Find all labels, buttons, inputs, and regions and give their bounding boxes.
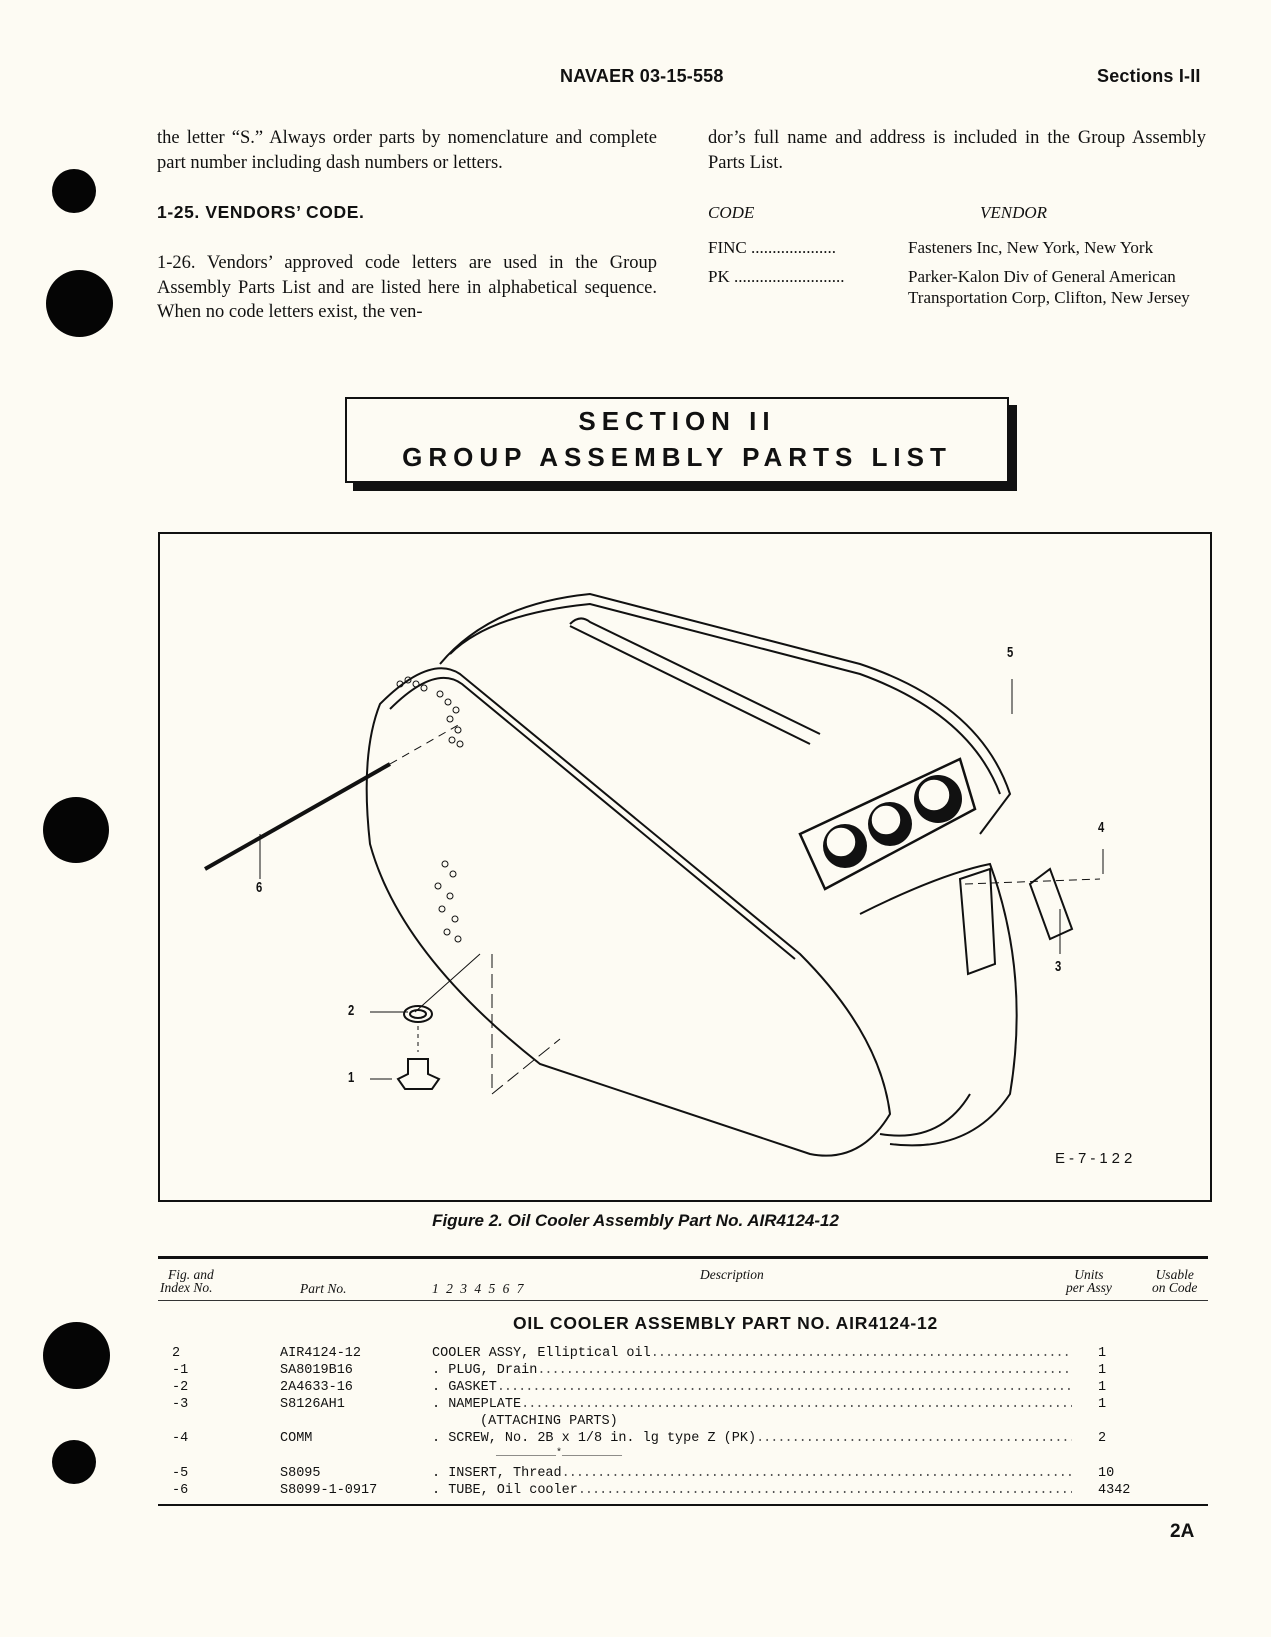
header-indent-levels: 1 2 3 4 5 6 7 (432, 1281, 524, 1296)
vendor-row: FINC .................... Fasteners Inc,… (708, 238, 1154, 257)
callout-5: 5 (1007, 644, 1014, 661)
vendor-row: PK .......................... Parker-Kal… (708, 267, 1190, 307)
sections-label: Sections I-II (1097, 66, 1201, 86)
table-row: 2 AIR4124-12 COOLER ASSY, Elliptical oil… (0, 1346, 1271, 1362)
oil-cooler-drawing (204, 592, 1104, 1157)
page-number: 2A (1170, 1521, 1195, 1542)
vendor-col-vendor: VENDOR (980, 203, 1048, 222)
table-row: -4 COMM . SCREW, No. 2B x 1/8 in. lg typ… (0, 1431, 1271, 1447)
callout-4: 4 (1098, 819, 1105, 836)
figure-caption: Figure 2. Oil Cooler Assembly Part No. A… (432, 1211, 839, 1230)
section-title: SECTION II (578, 406, 776, 436)
figure-frame: 6 2 1 5 4 3 (158, 532, 1212, 1202)
assembly-title: OIL COOLER ASSEMBLY PART NO. AIR4124-12 (512, 1313, 939, 1333)
callout-2: 2 (348, 1002, 355, 1019)
header-description: Description (700, 1267, 764, 1282)
table-row: -3 S8126AH1 . NAMEPLATE 1 (0, 1397, 1271, 1413)
header-part-no: Part No. (300, 1281, 347, 1296)
table-header-rule (158, 1300, 1208, 1301)
paragraph-continued-right: dor’s full name and address is included … (708, 128, 1206, 173)
paragraph-continued: the letter “S.” Always order parts by no… (157, 128, 657, 173)
table-row: -5 S8095 . INSERT, Thread 10 (0, 1466, 1271, 1482)
drawing-id: E-7-122 (1055, 1150, 1137, 1167)
callout-6: 6 (256, 879, 263, 896)
binder-hole (52, 1440, 96, 1484)
header-usable-on-code: Usable on Code (1152, 1267, 1198, 1295)
header-fig-index: Fig. and Index No. (160, 1267, 214, 1295)
callout-3: 3 (1055, 958, 1062, 975)
binder-hole (46, 270, 113, 337)
doc-number: NAVAER 03-15-558 (560, 66, 724, 86)
binder-hole (43, 1322, 110, 1389)
vendor-col-code: CODE (708, 203, 755, 222)
table-bottom-rule (158, 1504, 1208, 1506)
binder-hole (43, 797, 109, 863)
table-row: -2 2A4633-16 . GASKET 1 (0, 1380, 1271, 1396)
attaching-parts-end-marker: __________*__________ (496, 1448, 623, 1459)
paragraph-1-26: 1-26. Vendors’ approved code letters are… (157, 253, 657, 322)
section-banner: SECTION II GROUP ASSEMBLY PARTS LIST (345, 397, 1009, 483)
callout-1: 1 (348, 1069, 355, 1086)
table-top-rule (158, 1256, 1208, 1259)
header-units: Units per Assy (1066, 1267, 1112, 1295)
attaching-parts-label: (ATTACHING PARTS) (480, 1414, 618, 1429)
section-subtitle: GROUP ASSEMBLY PARTS LIST (402, 442, 952, 472)
table-row: -6 S8099-1-0917 . TUBE, Oil cooler 4342 (0, 1483, 1271, 1499)
section-heading-vendors-code: 1-25. VENDORS’ CODE. (157, 202, 365, 222)
table-row: -1 SA8019B16 . PLUG, Drain 1 (0, 1363, 1271, 1379)
binder-hole (52, 169, 96, 213)
vendor-table: CODE VENDOR FINC .................... Fa… (708, 202, 1208, 308)
